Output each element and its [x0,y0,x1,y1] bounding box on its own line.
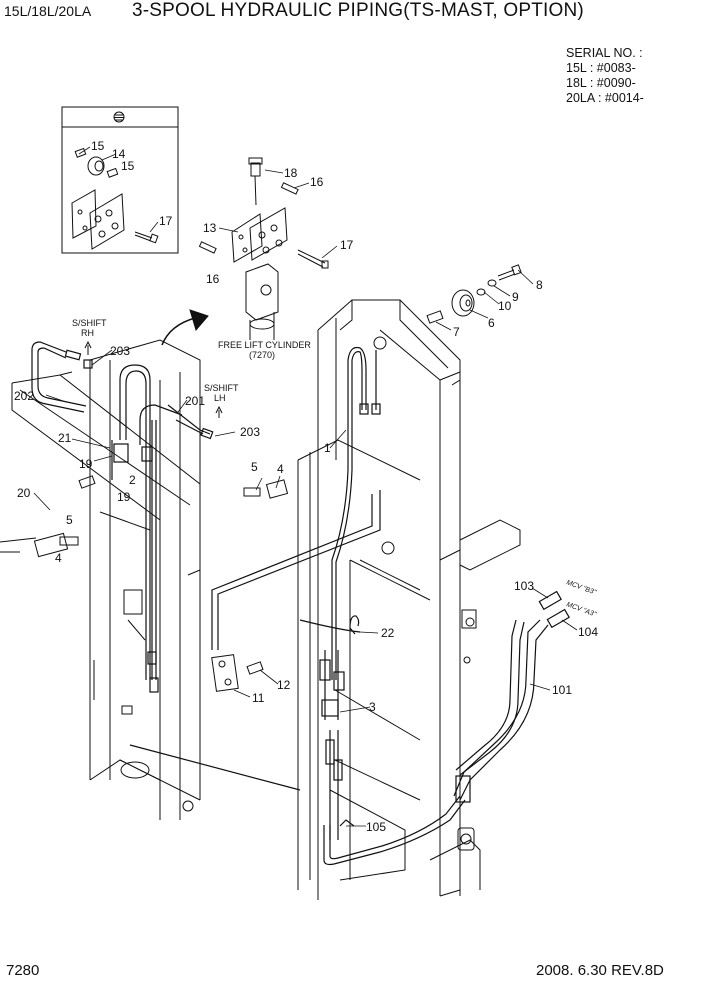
sshift-lh-side-label: LH [214,393,226,403]
reference-arrow [161,309,209,346]
callout-11: 11 [252,691,265,705]
inner-mast [297,299,521,900]
callout-101: 101 [552,683,572,697]
callout-12: 12 [277,678,291,692]
annotation-labels: FREE LIFT CYLINDER (7270) S/SHIFT RH S/S… [72,318,597,619]
date-revision: 2008. 6.30 REV.8D [536,962,664,979]
free-lift-cylinder-assembly [198,157,329,340]
sshift-rh-side-label: RH [81,328,94,338]
sshift-rh-label: S/SHIFT [72,318,107,328]
mcv-b3-label: MCV "B3" [565,579,597,596]
callout-18: 18 [284,166,298,180]
free-lift-ref-label: (7270) [249,350,275,360]
callout-17: 17 [159,214,173,228]
valve-and-fittings [0,479,289,692]
callout-201: 201 [185,394,205,408]
callout-15: 15 [91,139,105,153]
mcv-a3-label: MCV "A3" [565,601,597,618]
callout-16: 16 [206,272,220,286]
serial-number-block: SERIAL NO. : 15L : #0083- 18L : #0090- 2… [566,46,644,106]
serial-heading: SERIAL NO. : [566,46,643,60]
callout-22: 22 [381,626,395,640]
serial-line: 18L : #0090- [566,76,636,90]
callout-8: 8 [536,278,543,292]
model-label: 15L/18L/20LA [4,3,92,19]
serial-line: 15L : #0083- [566,61,636,75]
callout-21: 21 [58,431,72,445]
inset-detail-box [61,106,179,254]
callout-4: 4 [277,462,284,476]
callout-20: 20 [17,486,31,500]
mast-roller-parts [426,264,522,324]
page-title: 3-SPOOL HYDRAULIC PIPING(TS-MAST, OPTION… [132,0,584,21]
callout-1: 1 [324,441,331,455]
main-hydraulic-hoses [129,346,570,866]
side-shift-hoses [31,341,214,693]
callout-203: 203 [240,425,260,439]
callout-10: 10 [498,299,512,313]
part-callouts: 15 14 15 17 18 16 13 16 17 8 9 10 6 7 20… [14,139,598,834]
page-number: 7280 [6,962,40,979]
callout-9: 9 [512,290,519,304]
callout-203: 203 [110,344,130,358]
callout-105: 105 [366,820,386,834]
callout-19: 19 [79,457,93,471]
callout-5: 5 [66,513,73,527]
callout-104: 104 [578,625,598,639]
callout-13: 13 [203,221,217,235]
callout-202: 202 [14,389,34,403]
serial-line: 20LA : #0014- [566,91,644,105]
callout-3: 3 [369,700,376,714]
callout-103: 103 [514,579,534,593]
free-lift-cylinder-label: FREE LIFT CYLINDER [218,340,311,350]
callout-5: 5 [251,460,258,474]
callout-19: 19 [117,490,131,504]
callout-17: 17 [340,238,354,252]
callout-14: 14 [112,147,126,161]
callout-2: 2 [129,473,136,487]
callout-6: 6 [488,316,495,330]
sshift-lh-label: S/SHIFT [204,383,239,393]
callout-16: 16 [310,175,324,189]
leader-lines [33,146,578,827]
callout-7: 7 [453,325,460,339]
callout-15: 15 [121,159,135,173]
carriage-and-outer-mast [11,339,201,820]
callout-4: 4 [55,551,62,565]
